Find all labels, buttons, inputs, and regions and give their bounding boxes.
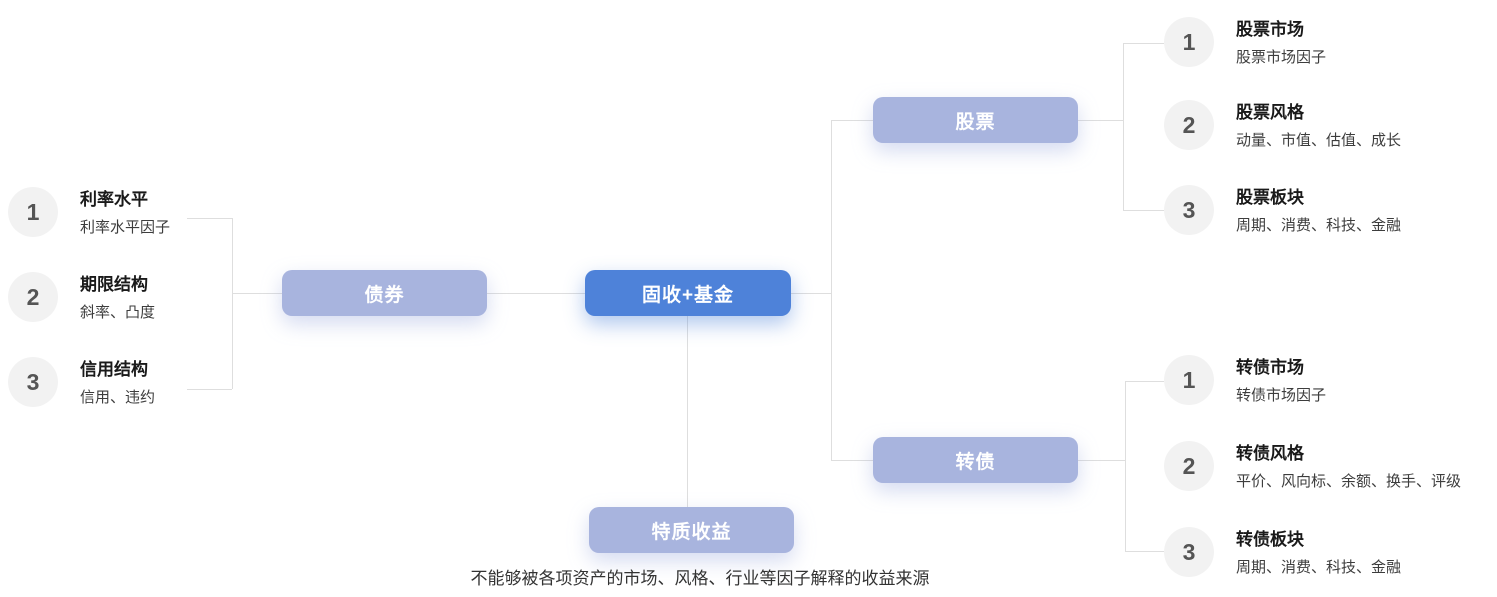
node-stock: 股票 bbox=[873, 97, 1078, 143]
factor-desc: 平价、风向标、余额、换手、评级 bbox=[1236, 473, 1462, 490]
connector-bond-bracket bbox=[232, 218, 233, 389]
factor-title: 利率水平 bbox=[80, 190, 148, 209]
factor-number-badge: 3 bbox=[1164, 185, 1214, 235]
connector-convertible-factor-3 bbox=[1125, 551, 1164, 552]
node-convertible: 转债 bbox=[873, 437, 1078, 483]
factor-number-badge: 2 bbox=[1164, 100, 1214, 150]
connector-convertible-bracket bbox=[1125, 381, 1126, 551]
factor-number-badge: 3 bbox=[8, 357, 58, 407]
factor-title: 股票市场 bbox=[1236, 20, 1304, 39]
connector-root-hub bbox=[791, 293, 831, 294]
connector-hub-convertible bbox=[831, 460, 873, 461]
node-idiosyncratic: 特质收益 bbox=[589, 507, 794, 553]
connector-convertible-bracket-mid bbox=[1078, 460, 1125, 461]
bond-factor-item-3: 3 信用结构 信用、违约 bbox=[8, 357, 155, 408]
factor-desc: 利率水平因子 bbox=[80, 219, 171, 236]
connector-stock-bracket bbox=[1123, 43, 1124, 210]
connector-bond-root bbox=[487, 293, 585, 294]
factor-desc: 周期、消费、科技、金融 bbox=[1236, 217, 1402, 234]
convertible-factor-item-3: 3 转债板块 周期、消费、科技、金融 bbox=[1164, 527, 1401, 578]
factor-number-badge: 3 bbox=[1164, 527, 1214, 577]
factor-desc: 转债市场因子 bbox=[1236, 387, 1327, 404]
connector-stock-factor-3 bbox=[1123, 210, 1164, 211]
stock-factor-item-1: 1 股票市场 股票市场因子 bbox=[1164, 17, 1326, 68]
connector-bracket-to-bond bbox=[232, 293, 282, 294]
connector-bond-factor-1 bbox=[187, 218, 232, 219]
factor-number-badge: 1 bbox=[8, 187, 58, 237]
factor-number-badge: 2 bbox=[8, 272, 58, 322]
factor-title: 股票风格 bbox=[1236, 103, 1304, 122]
node-bond: 债券 bbox=[282, 270, 487, 316]
factor-title: 股票板块 bbox=[1236, 188, 1304, 207]
factor-number-badge: 1 bbox=[1164, 355, 1214, 405]
factor-desc: 信用、违约 bbox=[80, 389, 156, 406]
connector-stock-factor-1 bbox=[1123, 43, 1164, 44]
bond-factor-item-2: 2 期限结构 斜率、凸度 bbox=[8, 272, 155, 323]
factor-number-badge: 1 bbox=[1164, 17, 1214, 67]
node-root-fund: 固收+基金 bbox=[585, 270, 791, 316]
convertible-factor-item-1: 1 转债市场 转债市场因子 bbox=[1164, 355, 1326, 406]
factor-desc: 周期、消费、科技、金融 bbox=[1236, 559, 1402, 576]
factor-title: 期限结构 bbox=[80, 275, 148, 294]
connector-hub-vertical bbox=[831, 120, 832, 460]
stock-factor-item-2: 2 股票风格 动量、市值、估值、成长 bbox=[1164, 100, 1401, 151]
factor-number-badge: 2 bbox=[1164, 441, 1214, 491]
connector-root-idiosyncratic bbox=[687, 316, 688, 507]
factor-desc: 股票市场因子 bbox=[1236, 49, 1327, 66]
connector-hub-stock bbox=[831, 120, 873, 121]
factor-title: 转债风格 bbox=[1236, 444, 1304, 463]
factor-desc: 斜率、凸度 bbox=[80, 304, 156, 321]
connector-bond-factor-3 bbox=[187, 389, 232, 390]
connector-convertible-factor-1 bbox=[1125, 381, 1164, 382]
diagram-caption: 不能够被各项资产的市场、风格、行业等因子解释的收益来源 bbox=[470, 569, 930, 588]
factor-desc: 动量、市值、估值、成长 bbox=[1236, 132, 1402, 149]
convertible-factor-item-2: 2 转债风格 平价、风向标、余额、换手、评级 bbox=[1164, 441, 1461, 492]
connector-stock-bracket-mid bbox=[1078, 120, 1123, 121]
factor-title: 转债市场 bbox=[1236, 358, 1304, 377]
factor-title: 转债板块 bbox=[1236, 530, 1304, 549]
stock-factor-item-3: 3 股票板块 周期、消费、科技、金融 bbox=[1164, 185, 1401, 236]
factor-title: 信用结构 bbox=[80, 360, 148, 379]
bond-factor-item-1: 1 利率水平 利率水平因子 bbox=[8, 187, 170, 238]
